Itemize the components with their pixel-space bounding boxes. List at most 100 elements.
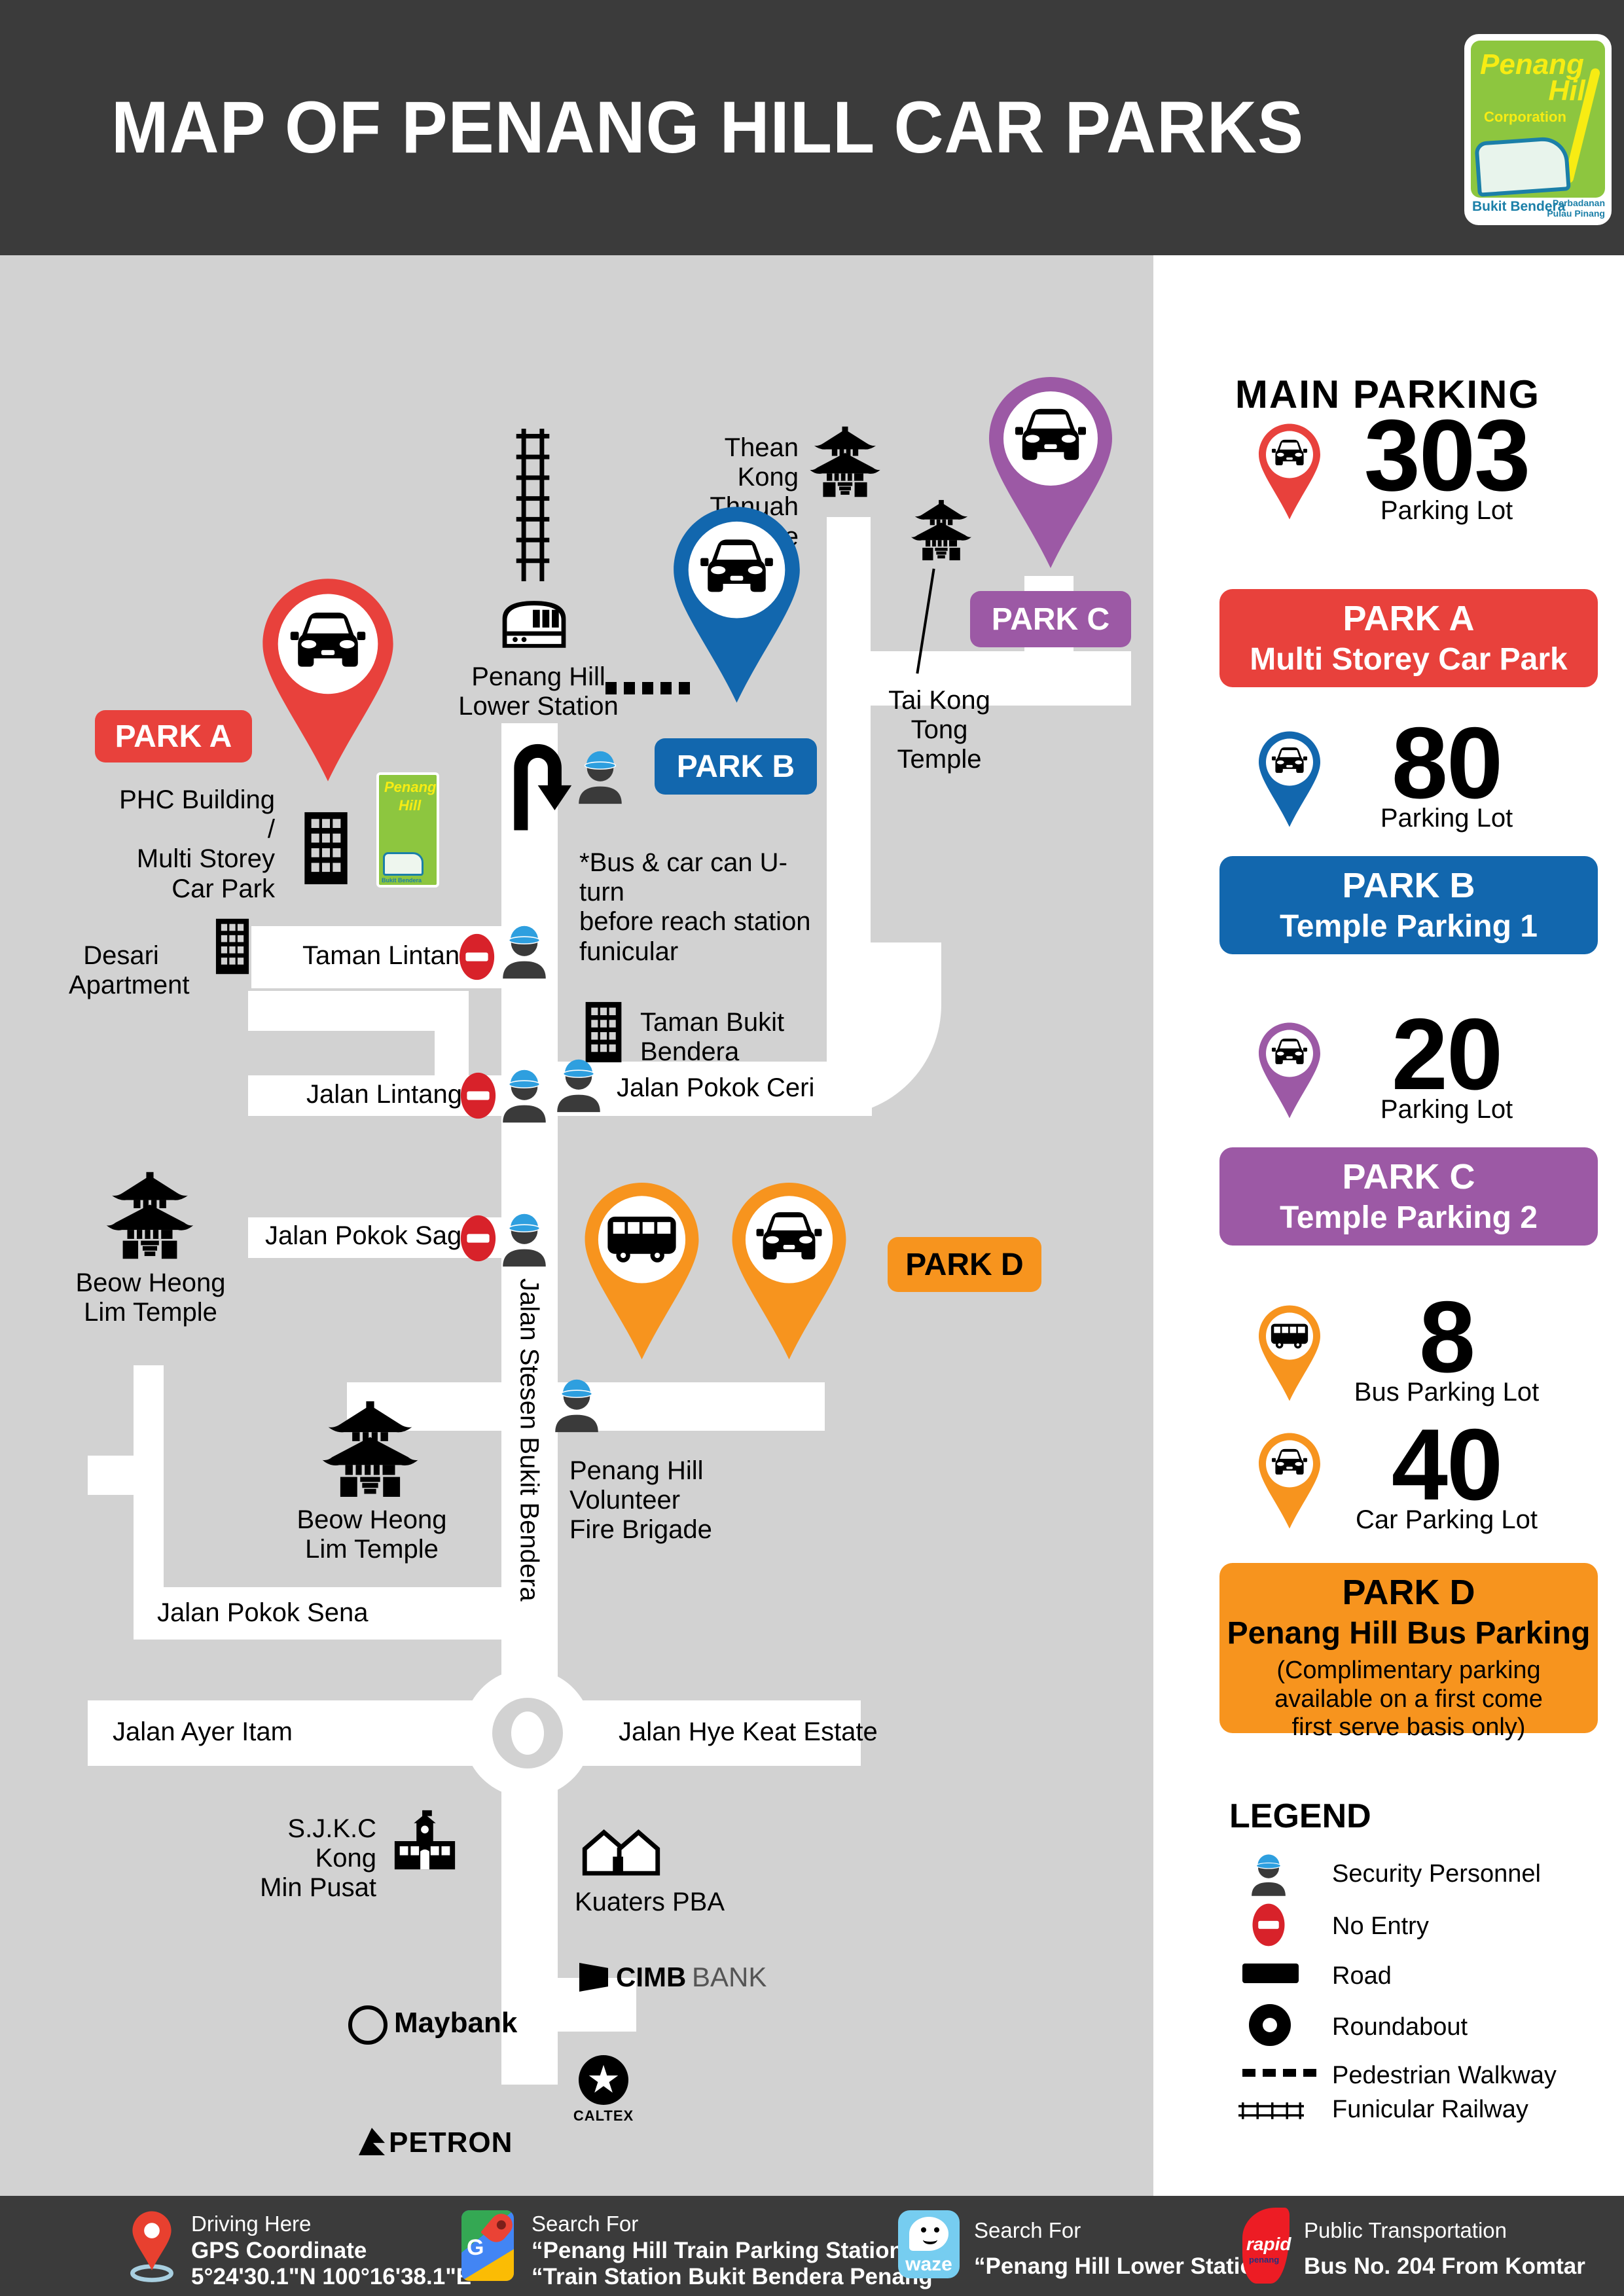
legend-label-roundabout: Roundabout <box>1332 2013 1468 2041</box>
legend-label-road: Road <box>1332 1962 1392 1990</box>
park-a-band: PARK A Multi Storey Car Park <box>1219 589 1598 687</box>
gps-pin-icon <box>130 2211 173 2282</box>
label-kuaters-pba: Kuaters PBA <box>575 1888 725 1916</box>
legend-label-no-entry: No Entry <box>1332 1912 1429 1940</box>
park-b-count: 80 <box>1391 706 1503 819</box>
legend-label-funicular: Funicular Railway <box>1332 2096 1528 2123</box>
road-park-c-branch <box>871 651 1131 706</box>
train-mini <box>383 852 424 876</box>
label-taman-lintang: Taman Lintang <box>302 941 475 970</box>
label-desari-apartment: Desari Apartment <box>69 941 190 1000</box>
u-turn-arrow-icon <box>505 728 574 838</box>
label-jalan-pokok-ceri: Jalan Pokok Ceri <box>617 1073 815 1102</box>
pedestrian-walkway-icon <box>1242 2068 1324 2080</box>
security-personnel-icon <box>502 925 547 979</box>
park-c-caption: Parking Lot <box>1380 1095 1513 1124</box>
park-a-pin <box>262 579 393 781</box>
rapid-penang-logo: rapid penang <box>1242 2208 1291 2284</box>
penang-hill-logo-panel: Penang Hill Corporation <box>1471 41 1605 198</box>
gmaps-query-1: “Penang Hill Train Parking Station” or <box>532 2238 945 2263</box>
security-personnel-icon <box>556 1059 601 1113</box>
label-jalan-pokok-sena: Jalan Pokok Sena <box>157 1598 369 1627</box>
label-fire-brigade: Penang Hill Volunteer Fire Brigade <box>569 1456 712 1545</box>
park-b-label: PARK B <box>655 738 817 795</box>
caltex-logo: ★ CALTEX <box>571 2055 636 2125</box>
no-entry-icon <box>460 1072 496 1119</box>
label-lower-station: Penang Hill Lower Station <box>458 662 619 721</box>
legend-label-walkway: Pedestrian Walkway <box>1332 2062 1557 2089</box>
logo-perbadanan: Perbadanan <box>1552 198 1605 208</box>
label-jalan-stesen: Jalan Stesen Bukit Bendera <box>514 1278 544 1602</box>
label-school: S.J.K.C Kong Min Pusat <box>260 1814 376 1903</box>
label-jalan-ayer-itam: Jalan Ayer Itam <box>113 1717 293 1746</box>
park-a-caption: Parking Lot <box>1380 496 1513 525</box>
road-zig-upper <box>248 991 469 1031</box>
houses-icon <box>577 1820 665 1877</box>
temple-icon <box>319 1399 421 1499</box>
temple-icon <box>808 425 882 498</box>
caltex-star: ★ <box>579 2055 628 2105</box>
park-b-band: PARK B Temple Parking 1 <box>1219 856 1598 954</box>
park-a-sidebar-pin <box>1259 423 1320 520</box>
logo-word-corporation: Corporation <box>1484 109 1566 125</box>
road-jalan-pokok-saga <box>248 1217 501 1258</box>
park-c-pin <box>989 377 1112 568</box>
road-jalan-stesen-bukit-bendera <box>501 978 558 2085</box>
roundabout-center <box>511 1712 544 1755</box>
security-personnel-icon <box>502 1213 547 1267</box>
road-jalan-pokok-ceri <box>558 1062 872 1116</box>
park-c-band: PARK C Temple Parking 2 <box>1219 1147 1598 1246</box>
label-beow-heong-lower: Beow Heong Lim Temple <box>297 1505 447 1564</box>
penang-hill-small-logo: Penang Hill Bukit Bendera <box>376 772 439 888</box>
road-icon <box>1242 1964 1299 1983</box>
road-jalan-lintang <box>248 1075 501 1116</box>
bus-204-label: Bus No. 204 From Komtar <box>1304 2253 1585 2279</box>
google-maps-icon: G <box>461 2210 514 2281</box>
legend-label-security: Security Personnel <box>1332 1860 1541 1888</box>
park-a-label: PARK A <box>95 710 252 762</box>
header-bar: MAP OF PENANG HILL CAR PARKS Penang Hill… <box>0 0 1624 255</box>
funicular-train-illustration <box>1474 135 1571 197</box>
funicular-railway-icon <box>1238 2102 1304 2119</box>
label-jalan-hye-keat: Jalan Hye Keat Estate <box>619 1717 878 1746</box>
gmaps-query-2: “Train Station Bukit Bendera Penang” <box>532 2264 945 2289</box>
maybank-logo-mark <box>348 2005 388 2045</box>
park-d-bus-pin <box>585 1182 699 1360</box>
no-entry-icon <box>460 1215 496 1262</box>
security-personnel-icon <box>1251 1854 1286 1897</box>
security-personnel-icon <box>578 751 623 804</box>
park-b-pin <box>674 507 800 703</box>
public-transport-label: Public Transportation <box>1304 2218 1507 2242</box>
park-d-bus-sidebar-pin <box>1259 1305 1320 1401</box>
label-taman-bukit-bendera: Taman Bukit Bendera <box>640 1008 785 1067</box>
park-d-bus-count: 8 <box>1418 1280 1475 1393</box>
logo-word-hill: Hill <box>1548 75 1593 107</box>
park-d-band: PARK D Penang Hill Bus Parking (Complime… <box>1219 1563 1598 1741</box>
building-icon <box>304 812 348 885</box>
label-phc-building: PHC Building / Multi Storey Car Park <box>119 785 275 903</box>
sidebar-title: MAIN PARKING <box>1235 372 1541 416</box>
road-beow-stub <box>88 1456 134 1495</box>
road-temple-vertical <box>827 517 871 975</box>
park-c-count: 20 <box>1391 997 1503 1111</box>
park-d-bus-caption: Bus Parking Lot <box>1354 1378 1540 1407</box>
label-uturn-note: *Bus & car can U-turn before reach stati… <box>579 848 811 966</box>
train-icon <box>502 601 566 648</box>
school-icon <box>394 1810 456 1870</box>
label-beow-heong-upper: Beow Heong Lim Temple <box>75 1268 226 1327</box>
park-d-car-caption: Car Parking Lot <box>1356 1505 1538 1534</box>
temple-icon <box>910 499 973 562</box>
park-a-count: 303 <box>1363 399 1531 512</box>
logo-word-penang: Penang <box>1480 48 1584 81</box>
cimb-logo-mark <box>579 1963 608 1992</box>
park-d-car-sidebar-pin <box>1259 1433 1320 1529</box>
gps-coordinate-label: GPS Coordinate <box>191 2238 367 2263</box>
page-title: MAP OF PENANG HILL CAR PARKS <box>111 86 1305 168</box>
security-personnel-icon <box>502 1069 547 1123</box>
park-c-label: PARK C <box>970 591 1131 647</box>
park-d-label: PARK D <box>888 1237 1041 1292</box>
waze-search-for: Search For <box>974 2218 1081 2242</box>
park-d-car-count: 40 <box>1391 1408 1503 1521</box>
funicular-railway-icon <box>516 429 550 582</box>
